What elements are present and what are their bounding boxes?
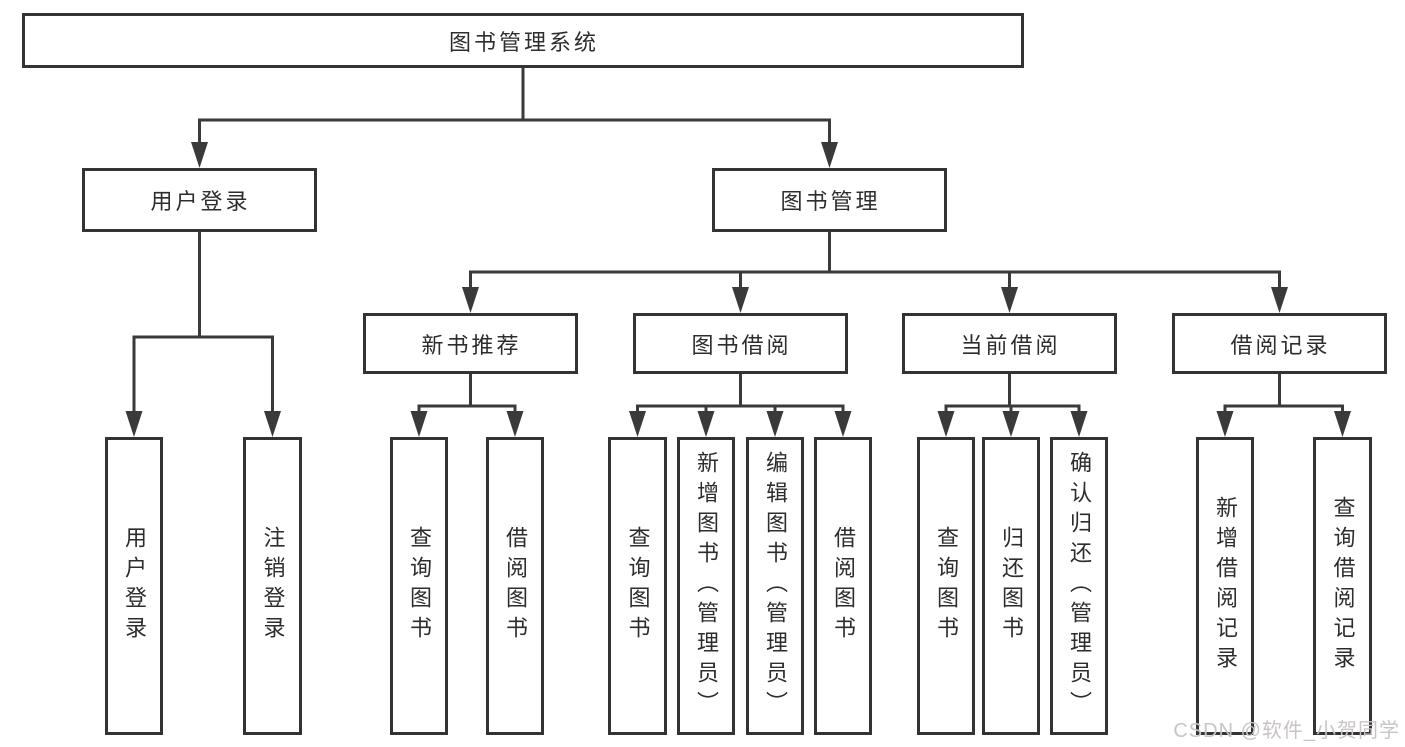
node-label: 归还图书	[999, 526, 1024, 646]
diagram-node-query-books-3: 查询图书	[917, 437, 975, 735]
node-label: 查询借阅记录	[1330, 496, 1356, 676]
node-label: 借阅图书	[831, 526, 856, 646]
diagram-node-add-borrow-record: 新增借阅记录	[1196, 437, 1254, 735]
csdn-watermark: CSDN @软件_小贺同学	[1173, 720, 1400, 742]
node-label: 新增图书（管理员）	[694, 451, 719, 721]
node-label: 用户登录	[150, 189, 251, 214]
diagram-node-book-management: 图书管理	[712, 168, 947, 232]
diagram-node-return-books: 归还图书	[982, 437, 1040, 735]
diagram-node-query-books-2: 查询图书	[608, 437, 667, 735]
node-label: 借阅图书	[503, 526, 528, 646]
node-label: 图书管理	[780, 189, 881, 214]
node-label: 图书借阅	[691, 332, 792, 358]
diagram-node-new-book-recommendation: 新书推荐	[363, 313, 578, 374]
diagram-node-borrow-books-2: 借阅图书	[814, 437, 872, 735]
diagram-node-library-management-system: 图书管理系统	[22, 13, 1024, 68]
node-label: 编辑图书（管理员）	[763, 451, 788, 721]
node-label: 查询图书	[625, 526, 651, 646]
connector-group	[410, 374, 524, 437]
diagram-node-logout-action: 注销登录	[243, 437, 302, 735]
diagram-node-query-borrow-record: 查询借阅记录	[1313, 437, 1372, 735]
connector-group	[191, 68, 838, 168]
node-label: 新增借阅记录	[1213, 496, 1238, 676]
diagram-node-user-login: 用户登录	[82, 168, 317, 232]
diagram-node-book-borrowing: 图书借阅	[633, 313, 848, 374]
diagram-node-borrowing-records: 借阅记录	[1172, 313, 1387, 374]
node-label: 图书管理系统	[448, 29, 599, 55]
connector-group	[462, 232, 1288, 313]
diagram-node-current-borrowing: 当前借阅	[902, 313, 1117, 374]
diagram-node-confirm-return-admin: 确认归还（管理员）	[1050, 437, 1108, 735]
node-label: 新书推荐	[421, 332, 522, 358]
connector-group	[1216, 374, 1351, 437]
node-label: 确认归还（管理员）	[1067, 451, 1092, 721]
diagram-node-query-books-1: 查询图书	[390, 437, 448, 735]
node-label: 注销登录	[260, 526, 286, 646]
connector-group	[125, 232, 281, 437]
connector-group	[629, 374, 852, 437]
node-label: 用户登录	[122, 526, 147, 646]
diagram-node-add-book-admin: 新增图书（管理员）	[677, 437, 735, 735]
node-label: 当前借阅	[960, 332, 1061, 358]
diagram-node-borrow-books-1: 借阅图书	[486, 437, 544, 735]
diagram-node-edit-book-admin: 编辑图书（管理员）	[746, 437, 804, 735]
node-label: 借阅记录	[1230, 332, 1331, 358]
diagram-node-user-login-action: 用户登录	[105, 437, 163, 735]
connector-group	[937, 374, 1088, 437]
node-label: 查询图书	[407, 526, 432, 646]
node-label: 查询图书	[934, 526, 959, 646]
